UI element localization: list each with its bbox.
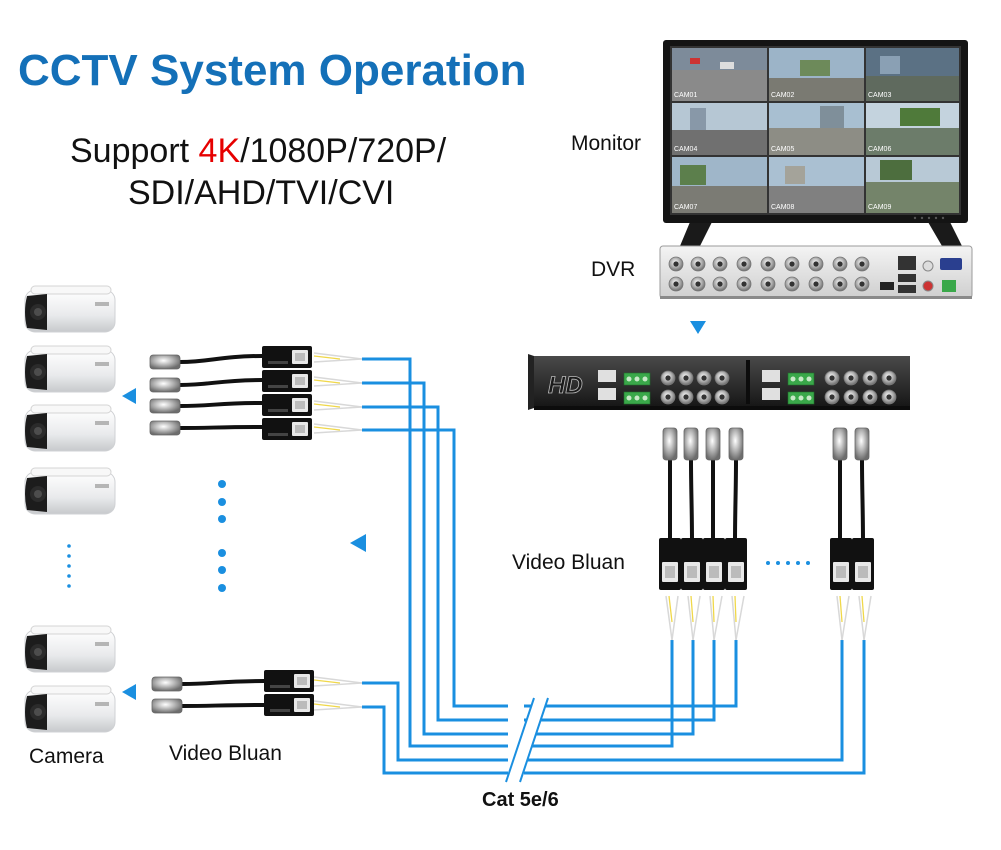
tile-label-8: CAM08 bbox=[771, 204, 794, 211]
tile-label-3: CAM03 bbox=[868, 92, 891, 99]
left-balun-group-top bbox=[149, 346, 363, 440]
arrow-left-icon bbox=[122, 388, 136, 404]
more-baluns-dots bbox=[766, 561, 810, 565]
monitor-screen bbox=[672, 48, 959, 213]
monitor: CAM01 CAM02 CAM03 CAM04 CAM05 CAM06 CAM0… bbox=[663, 40, 968, 246]
left-balun-group-bottom bbox=[151, 670, 363, 716]
tile-label-1: CAM01 bbox=[674, 92, 697, 99]
tile-label-2: CAM02 bbox=[771, 92, 794, 99]
support-formats: Support 4K/1080P/720P/ SDI/AHD/TVI/CVI bbox=[70, 130, 446, 214]
monitor-label: Monitor bbox=[571, 132, 642, 155]
arrow-left-icon bbox=[350, 534, 366, 552]
video-balun-left-label: Video Bluan bbox=[169, 742, 282, 765]
hub-logo: HD bbox=[548, 372, 583, 399]
camera-label: Camera bbox=[29, 745, 104, 768]
support-line2: SDI/AHD/TVI/CVI bbox=[128, 174, 395, 212]
cable-break bbox=[505, 697, 549, 783]
video-balun-hub: HD bbox=[528, 354, 910, 410]
support-suffix: /1080P/720P/ bbox=[240, 132, 447, 170]
camera-icon bbox=[24, 467, 116, 515]
tile-label-4: CAM04 bbox=[674, 146, 697, 153]
video-balun-right-label: Video Bluan bbox=[512, 551, 625, 574]
more-cameras-dots bbox=[67, 544, 71, 588]
tile-label-9: CAM09 bbox=[868, 204, 891, 211]
camera-icon bbox=[24, 625, 116, 673]
arrow-down-icon bbox=[690, 321, 706, 334]
dvr-label: DVR bbox=[591, 258, 636, 281]
cable-label: Cat 5e/6 bbox=[482, 789, 559, 811]
tile-label-5: CAM05 bbox=[771, 146, 794, 153]
camera-icon bbox=[24, 404, 116, 452]
camera-icon bbox=[24, 685, 116, 733]
support-4k: 4K bbox=[198, 132, 241, 170]
cat5-cables bbox=[362, 357, 866, 775]
page-title: CCTV System Operation bbox=[18, 46, 527, 95]
right-balun-group bbox=[659, 427, 874, 641]
dvr bbox=[659, 245, 973, 299]
support-prefix: Support bbox=[70, 132, 199, 170]
camera-icon bbox=[24, 285, 116, 333]
more-channels-dots bbox=[218, 480, 226, 592]
tile-label-6: CAM06 bbox=[868, 146, 891, 153]
arrow-left-icon bbox=[122, 684, 136, 700]
tile-label-7: CAM07 bbox=[674, 204, 697, 211]
camera-list bbox=[24, 285, 116, 733]
camera-icon bbox=[24, 345, 116, 393]
